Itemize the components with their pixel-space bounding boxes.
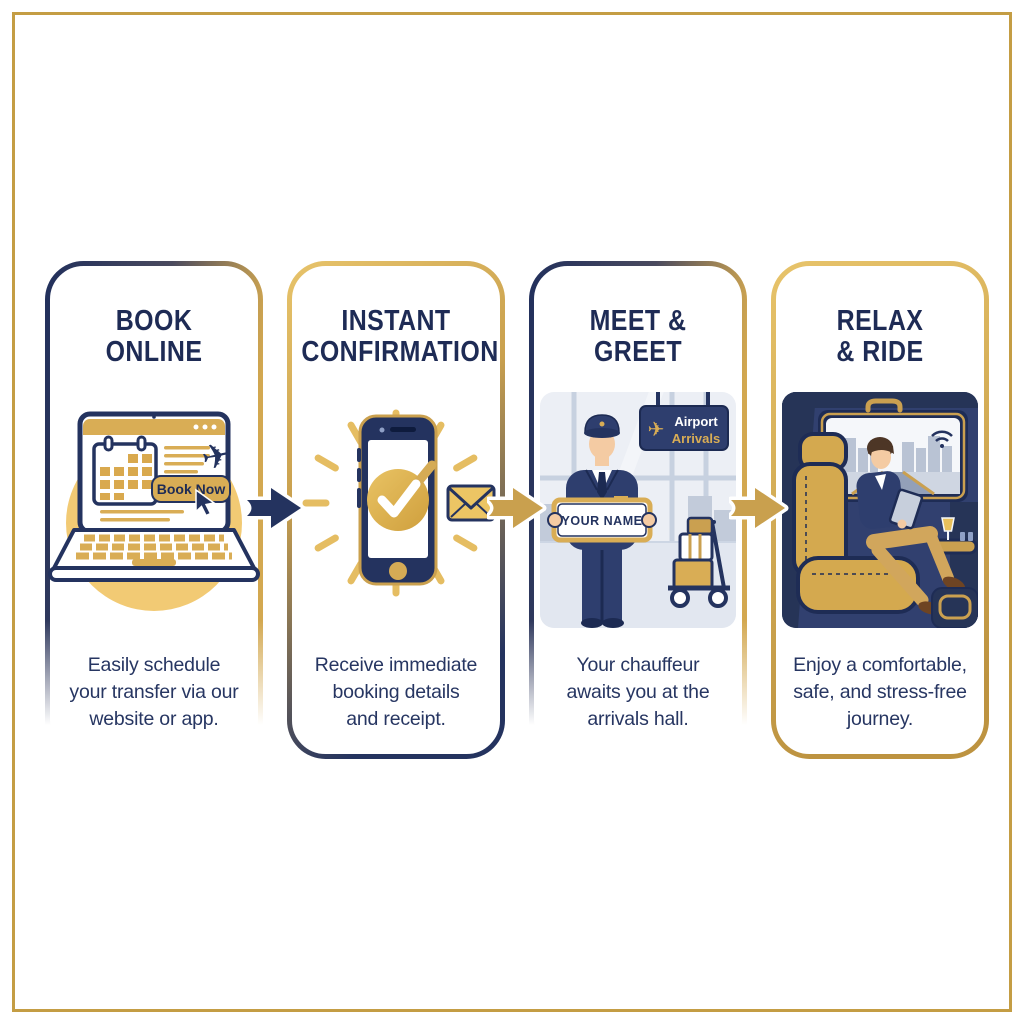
plane-icon: ✈ <box>648 419 665 441</box>
arrow-right-icon <box>243 484 305 532</box>
checkmark-icon <box>367 460 437 531</box>
face <box>871 445 891 469</box>
arrow-right-icon <box>727 484 789 532</box>
svg-text:YOUR NAME: YOUR NAME <box>562 514 643 528</box>
phone-camera-dot <box>379 427 385 433</box>
svg-text:Arrivals: Arrivals <box>672 431 720 446</box>
tie <box>597 472 607 500</box>
leg <box>871 543 929 607</box>
book-now-button: Book Now <box>151 475 231 503</box>
laptop-booking-illustration: ✈ Book Now <box>48 411 260 611</box>
step-card-meet-greet: MEET &GREET <box>528 260 748 760</box>
step-card-relax-ride: RELAX& RIDE <box>770 260 990 760</box>
car-interior-illustration <box>782 392 978 628</box>
connector-arrow-1 <box>243 480 305 536</box>
text-lines <box>164 446 210 474</box>
passenger-figure <box>856 437 966 615</box>
door-armrest <box>931 587 978 628</box>
shirt <box>875 474 886 490</box>
chauffeur-illustration: ✈ Airport Arrivals <box>540 392 736 628</box>
svg-text:Book Now: Book Now <box>157 481 226 497</box>
phone-icon <box>357 414 438 586</box>
step-title: MEET &GREET <box>589 305 687 368</box>
name-sign: YOUR NAME <box>551 497 653 543</box>
step-title: RELAX& RIDE <box>836 305 924 368</box>
car-window <box>818 410 968 502</box>
hand <box>641 512 657 528</box>
airport-arrivals-sign: ✈ Airport Arrivals <box>639 392 729 451</box>
browser-top-bar <box>83 419 225 435</box>
grab-handle-icon <box>865 398 903 413</box>
laptop-keyboard <box>48 528 260 582</box>
chauffeur-cap <box>584 414 620 438</box>
step-caption: Enjoy a comfortable,safe, and stress-fre… <box>793 654 967 730</box>
phone-speaker <box>390 427 416 432</box>
leg <box>866 526 938 550</box>
car-seat <box>792 432 920 614</box>
chauffeur-figure: YOUR NAME <box>547 414 657 628</box>
connector-arrow-2 <box>485 480 547 536</box>
svg-text:Airport: Airport <box>674 414 718 429</box>
laptop-icon: ✈ Book Now <box>48 411 260 582</box>
side-table <box>930 517 978 555</box>
luggage-cart-icon <box>668 516 730 608</box>
webcam-dot <box>152 415 156 419</box>
champagne-glass-icon <box>941 517 955 532</box>
hand <box>547 512 563 528</box>
calendar-icon <box>92 435 158 506</box>
connector-arrow-3 <box>727 480 789 536</box>
hand <box>897 519 907 529</box>
arrow-right-icon <box>485 484 547 532</box>
phone-confirmation-illustration <box>302 409 496 597</box>
wifi-icon <box>931 430 953 448</box>
phone-home-button <box>389 562 407 580</box>
cursor-icon <box>195 488 216 517</box>
